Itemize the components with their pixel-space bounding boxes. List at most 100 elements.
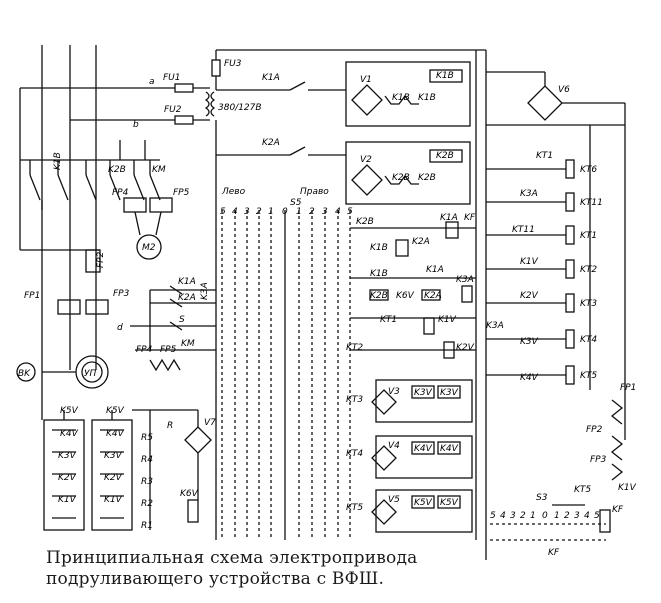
thermal-fp1-right-label: FP1	[620, 383, 636, 393]
s3-pos-3: 2	[520, 511, 526, 521]
s5-pos-7: 2	[309, 207, 315, 217]
relay-kt1-label: KT1	[580, 231, 597, 241]
s3-pos-9: 4	[584, 511, 590, 521]
s3-pos-8: 3	[574, 511, 580, 521]
selector-kf-label: KF	[548, 548, 560, 558]
contact-k3a-label: K3A	[520, 189, 538, 199]
selector-position-numbers: 5 4 3 2 1 0 1 2 3 4 5	[220, 207, 353, 217]
line-b-label: b	[133, 120, 139, 130]
coil-k1b-label: K1B	[436, 71, 454, 81]
line-a-label: a	[149, 77, 155, 87]
terminal-d-label: d	[117, 323, 123, 333]
contact-kt5-bottom-label: KT5	[574, 485, 591, 495]
coil-k2b-label: K2B	[436, 151, 454, 161]
fuse-fu1-label: FU1	[163, 73, 181, 83]
relay-kt5-label: KT5	[580, 371, 597, 381]
switch-s-label: S	[179, 315, 185, 325]
contact-kt11-label: KT11	[512, 225, 535, 235]
motor-m2-label: M2	[142, 243, 156, 253]
relay-kt2-label: KT2	[580, 265, 597, 275]
relay-kt6-label: KT6	[580, 165, 597, 175]
contact-k3a-vertical-label: K3A	[200, 282, 210, 300]
main-k2b-label: K2B	[108, 165, 126, 175]
thermal-fp4-bottom-label: FP4	[136, 345, 153, 355]
caption-line-1: Принципиальная схема электропривода	[46, 548, 418, 568]
main-k1b-label: K1B	[53, 152, 63, 170]
relay-k3a-right-label: K3A	[456, 275, 474, 285]
s3-pos-0: 5	[490, 511, 496, 521]
contact-k1v-left-label: K1V	[58, 495, 77, 505]
contact-k5v-right-label: K5V	[106, 406, 125, 416]
relay-kt3-label: KT3	[580, 299, 597, 309]
thermal-fp3-label: FP3	[113, 289, 130, 299]
bridge-v3-label: V3	[388, 387, 400, 397]
contact-k2a-left-label: K2A	[178, 293, 196, 303]
thermal-fp5-label: FP5	[173, 188, 190, 198]
contact-k1a-right2-label: K1A	[426, 265, 444, 275]
caption-line-2: подруливающего устройства с ВФШ.	[46, 569, 385, 589]
contact-kt2-right-label: KT2	[346, 343, 363, 353]
s3-pos-5: 0	[542, 511, 548, 521]
s5-pos-4: 1	[268, 207, 274, 217]
main-motor-label: УП	[84, 369, 96, 379]
contact-k2b-b-label: K2B	[418, 173, 436, 183]
s3-pos-6: 1	[554, 511, 560, 521]
contact-k1b-right-label: K1B	[370, 243, 388, 253]
contact-kt3-right-label: KT3	[346, 395, 363, 405]
contact-kt4-right-label: KT4	[346, 449, 363, 459]
relay-k1v-right-label: K1V	[438, 315, 457, 325]
contact-kt1-right-label: KT1	[380, 315, 397, 325]
relay-kt11-label: KT11	[580, 198, 603, 208]
bridge-v7-label: V7	[204, 418, 216, 428]
direction-left-label: Лево	[221, 187, 246, 197]
thermal-fp5-bottom-label: FP5	[160, 345, 177, 355]
contact-k2a-top-label: K2A	[262, 138, 280, 148]
s5-pos-0: 5	[220, 207, 226, 217]
contact-k3v-right-label: K3V	[104, 451, 123, 461]
s5-pos-2: 3	[244, 207, 250, 217]
contact-k1v-right-label: K1V	[104, 495, 123, 505]
coil-k3v-b-label: K3V	[440, 388, 459, 398]
s5-pos-8: 3	[322, 207, 328, 217]
s5-pos-9: 4	[335, 207, 341, 217]
resistor-r3-label: R3	[141, 477, 153, 487]
s3-pos-4: 1	[530, 511, 536, 521]
contact-k1a-left-label: K1A	[178, 277, 196, 287]
s5-pos-6: 1	[296, 207, 302, 217]
contact-k1b-right2-label: K1B	[370, 269, 388, 279]
s5-pos-5: 0	[282, 207, 288, 217]
resistor-r1-label: R1	[141, 521, 153, 531]
contact-k2v-right-label: K2V	[104, 473, 123, 483]
contact-k1a-top-label: K1A	[262, 73, 280, 83]
contact-k3v-left-label: K3V	[58, 451, 77, 461]
s3-pos-7: 2	[564, 511, 570, 521]
s5-pos-3: 2	[256, 207, 262, 217]
coil-k4v-b-label: K4V	[440, 444, 459, 454]
contact-k4v-left-label: K4V	[60, 429, 79, 439]
bridge-v1-label: V1	[360, 75, 372, 85]
selector-s3-label: S3	[536, 493, 548, 503]
contact-k1v-label: K1V	[520, 257, 539, 267]
selector-s5-label: S5	[290, 198, 302, 208]
contact-kt5-right-label: KT5	[346, 503, 363, 513]
contact-k2b-a-label: K2B	[392, 173, 410, 183]
resistor-r2-label: R2	[141, 499, 153, 509]
contact-k1a-right-label: K1A	[440, 213, 458, 223]
thermal-fp3-right-label: FP3	[590, 455, 607, 465]
s5-pos-1: 4	[232, 207, 238, 217]
contact-kt1-label: KT1	[536, 151, 553, 161]
resistor-r-label: R	[167, 421, 173, 431]
relay-kf-label: KF	[612, 505, 624, 515]
contact-k3v-label: K3V	[520, 337, 539, 347]
relay-k2b-right-label: K2B	[370, 291, 388, 301]
s3-pos-1: 4	[500, 511, 506, 521]
s3-pos-2: 3	[510, 511, 516, 521]
transformer-voltage-label: 380/127В	[218, 103, 262, 113]
coil-k5v-b-label: K5V	[440, 498, 459, 508]
bridge-v6-label: V6	[558, 85, 570, 95]
relay-kt4-label: KT4	[580, 335, 597, 345]
contact-km-left-label: KM	[181, 339, 195, 349]
contact-k2v-left-label: K2V	[58, 473, 77, 483]
contact-k2v-label: K2V	[520, 291, 539, 301]
resistor-r5-label: R5	[141, 433, 153, 443]
